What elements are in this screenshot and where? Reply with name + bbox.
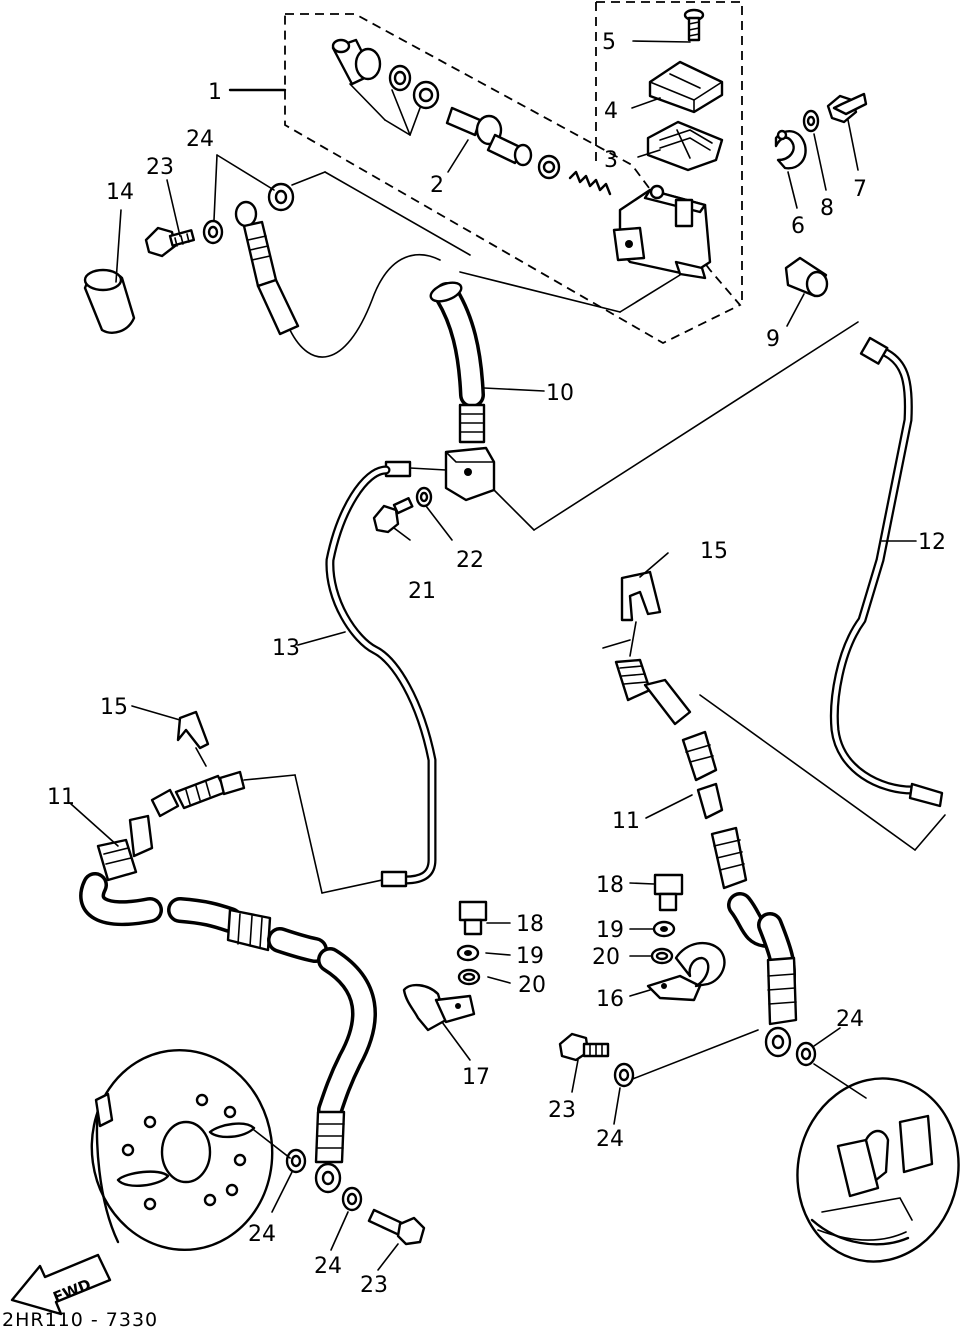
callout-20-right: 20 bbox=[592, 945, 620, 970]
callout-15-left: 15 bbox=[100, 695, 128, 720]
callout-24-right-low: 24 bbox=[596, 1127, 624, 1152]
callout-21: 21 bbox=[408, 579, 436, 604]
brake-disc-left bbox=[90, 1048, 291, 1252]
callout-24-right-high: 24 bbox=[836, 1007, 864, 1032]
brake-hose-upper-fitting bbox=[234, 200, 300, 336]
callout-1: 1 bbox=[208, 80, 222, 105]
diaphragm bbox=[646, 120, 724, 172]
hose-bracket-16 bbox=[646, 941, 726, 1002]
callout-20-left: 20 bbox=[518, 973, 546, 998]
callout-2: 2 bbox=[430, 173, 444, 198]
brake-backing-plate-right bbox=[796, 1063, 960, 1263]
callout-11-right: 11 bbox=[612, 809, 640, 834]
collar bbox=[784, 256, 829, 298]
callout-13: 13 bbox=[272, 636, 300, 661]
callout-15-right: 15 bbox=[700, 539, 728, 564]
callout-9: 9 bbox=[766, 327, 780, 352]
callout-19-left: 19 bbox=[516, 944, 544, 969]
bolt-18-right bbox=[653, 873, 684, 912]
hose-clip-right bbox=[620, 570, 662, 657]
brake-pipe-13 bbox=[321, 465, 437, 894]
callout-22: 22 bbox=[456, 548, 484, 573]
callout-24-top: 24 bbox=[186, 127, 214, 152]
master-cylinder-assembly-frame bbox=[284, 1, 743, 345]
brake-joint bbox=[384, 446, 496, 502]
copper-washer-left-2 bbox=[341, 1186, 363, 1212]
copper-washer-left-1 bbox=[285, 1148, 307, 1174]
copper-washer-top-left bbox=[202, 219, 224, 245]
washer-19-left bbox=[456, 944, 480, 962]
callout-23-top: 23 bbox=[146, 155, 174, 180]
brake-pipe-12 bbox=[493, 321, 946, 851]
hose-bracket-17 bbox=[402, 983, 476, 1032]
callout-24-left-2: 24 bbox=[314, 1254, 342, 1279]
callout-12: 12 bbox=[918, 530, 946, 555]
washer-19-right bbox=[652, 920, 676, 938]
callout-16: 16 bbox=[596, 987, 624, 1012]
bracket-clamp bbox=[774, 129, 807, 170]
union-bolt-top bbox=[144, 226, 196, 258]
union-bolt-left bbox=[367, 1208, 426, 1246]
bolt-18-left bbox=[458, 900, 488, 936]
washer-22 bbox=[415, 486, 433, 508]
brake-hose-10 bbox=[429, 281, 486, 444]
master-cylinder-body bbox=[612, 184, 712, 280]
bolt-21 bbox=[372, 497, 414, 534]
callout-11-left: 11 bbox=[47, 785, 75, 810]
callout-7: 7 bbox=[853, 177, 867, 202]
brake-hose-left bbox=[79, 770, 377, 1194]
callout-leaders bbox=[70, 40, 917, 1271]
callout-numbers: 1 2 3 4 5 6 7 8 9 10 11 11 12 13 14 15 1… bbox=[47, 30, 946, 1298]
copper-washer-right-1 bbox=[613, 1062, 635, 1088]
washer-20-left bbox=[457, 968, 481, 986]
master-cylinder-kit bbox=[331, 38, 612, 196]
callout-10: 10 bbox=[546, 381, 574, 406]
union-bolt-right bbox=[558, 1032, 610, 1062]
callout-5: 5 bbox=[602, 30, 616, 55]
callout-14: 14 bbox=[106, 180, 134, 205]
hose-clip-left bbox=[176, 710, 210, 767]
brake-switch-cap bbox=[83, 268, 136, 334]
callout-18-left: 18 bbox=[516, 912, 544, 937]
callout-3: 3 bbox=[604, 148, 618, 173]
brake-hose-right bbox=[614, 658, 798, 1081]
callout-4: 4 bbox=[604, 99, 618, 124]
drawing-code: 2HR110 - 7330 bbox=[2, 1309, 158, 1329]
bolt-7 bbox=[826, 92, 868, 124]
forward-arrow-icon: FWD bbox=[10, 1253, 112, 1316]
copper-washer-top-right bbox=[267, 182, 295, 212]
callout-8: 8 bbox=[820, 196, 834, 221]
reservoir-cover bbox=[648, 60, 724, 114]
copper-washer-right-2 bbox=[795, 1041, 817, 1067]
callout-23-bottom: 23 bbox=[360, 1273, 388, 1298]
washer-20-right bbox=[650, 947, 674, 965]
callout-19-right: 19 bbox=[596, 918, 624, 943]
callout-6: 6 bbox=[791, 214, 805, 239]
washer-8 bbox=[802, 109, 820, 133]
cover-screw bbox=[683, 8, 705, 42]
callout-23-right: 23 bbox=[548, 1098, 576, 1123]
callout-17: 17 bbox=[462, 1065, 490, 1090]
callout-18-right: 18 bbox=[596, 873, 624, 898]
callout-24-left-1: 24 bbox=[248, 1222, 276, 1247]
